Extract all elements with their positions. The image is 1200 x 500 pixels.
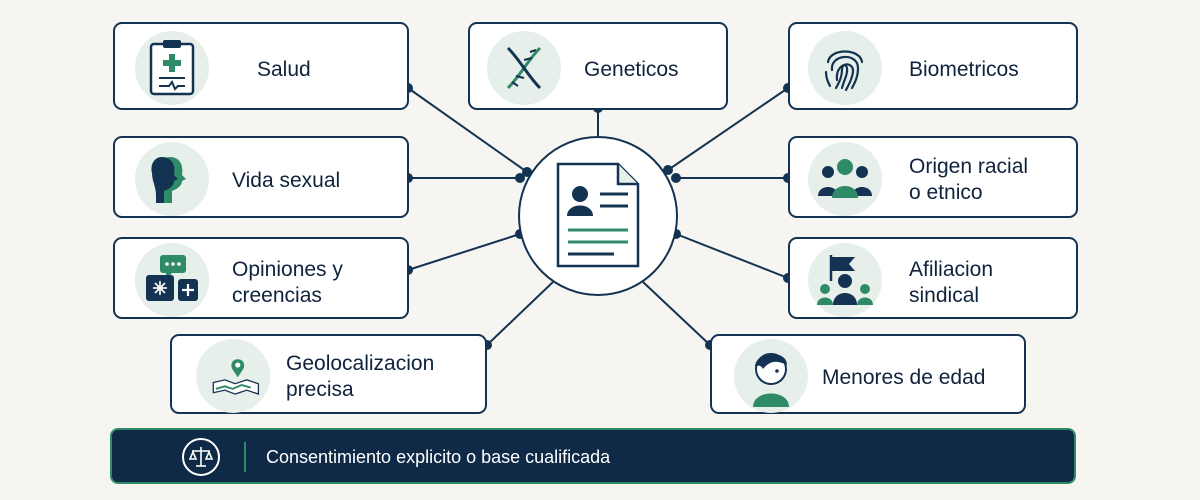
card-geolocalizacion: Geolocalizacion precisa — [170, 334, 487, 414]
label-vida-sexual: Vida sexual — [232, 169, 341, 192]
medical-clipboard-icon — [135, 31, 209, 105]
card-afiliacion: Afiliacion sindical — [788, 237, 1078, 319]
dna-icon — [487, 31, 561, 105]
dot-origen-inner — [671, 173, 681, 183]
card-geneticos: Geneticos — [468, 22, 728, 110]
connector-geo — [486, 281, 554, 346]
central-data-hub — [518, 136, 678, 296]
card-salud: Salud — [113, 22, 409, 110]
card-menores: Menores de edad — [710, 334, 1026, 414]
label-afiliacion-line2: sindical — [909, 284, 980, 307]
personal-document-icon — [556, 162, 640, 268]
label-menores: Menores de edad — [822, 366, 986, 389]
label-geo-line1: Geolocalizacion — [286, 352, 435, 375]
flag-group-icon — [808, 243, 882, 317]
dot-vida-sexual-inner — [515, 173, 525, 183]
consent-banner: Consentimiento explicito o base cualific… — [110, 428, 1076, 484]
fingerprint-icon — [808, 31, 882, 105]
card-vida-sexual: Vida sexual — [113, 136, 409, 218]
banner-divider — [244, 442, 246, 472]
card-opiniones: Opiniones y creencias — [113, 237, 409, 319]
label-geo-line2: precisa — [286, 378, 354, 401]
card-biometricos: Biometricos — [788, 22, 1078, 110]
chat-bubbles-icon — [135, 243, 209, 317]
label-opiniones-line2: creencias — [232, 284, 322, 307]
label-afiliacion-line1: Afiliacion — [909, 258, 994, 281]
label-origen-line2: o etnico — [909, 181, 983, 204]
connector-afiliacion — [675, 233, 789, 279]
two-profiles-icon — [135, 142, 209, 216]
connector-menores — [642, 281, 711, 346]
label-geneticos: Geneticos — [584, 58, 679, 81]
label-salud: Salud — [257, 58, 311, 81]
child-profile-icon — [734, 339, 808, 413]
label-origen-line1: Origen racial — [909, 155, 1029, 178]
card-origen: Origen racial o etnico — [788, 136, 1078, 218]
label-opiniones-line1: Opiniones y — [232, 258, 343, 281]
group-people-icon — [808, 142, 882, 216]
map-pin-icon — [196, 339, 270, 413]
label-biometricos: Biometricos — [909, 58, 1019, 81]
banner-text: Consentimiento explicito o base cualific… — [266, 447, 611, 467]
scales-icon — [182, 438, 220, 476]
connector-opiniones — [407, 233, 521, 271]
